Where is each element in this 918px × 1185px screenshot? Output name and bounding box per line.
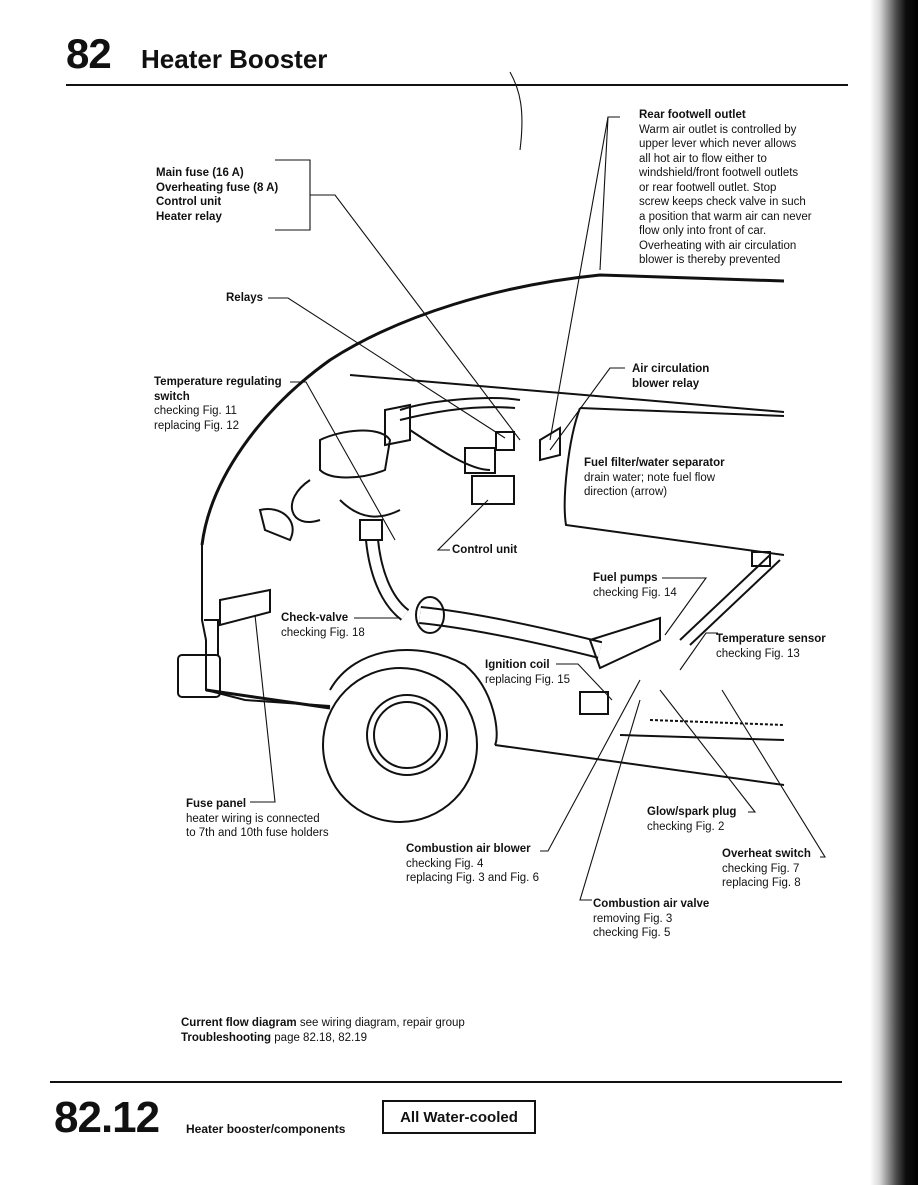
air-circulation-title-2: blower relay	[632, 377, 700, 390]
fuel-pumps-checking: checking Fig. 14	[593, 586, 677, 599]
current-flow-note: Current flow diagram see wiring diagram,…	[181, 1016, 465, 1031]
temp-switch-title-2: switch	[154, 390, 190, 403]
combustion-blower-replacing: replacing Fig. 3 and Fig. 6	[406, 872, 539, 884]
overheating-fuse-label: Overheating fuse (8 A)	[156, 181, 279, 194]
troubleshooting-note: Troubleshooting page 82.18, 82.19	[181, 1031, 465, 1046]
check-valve-title: Check-valve	[281, 612, 349, 624]
fuse-group-label: Main fuse (16 A) Overheating fuse (8 A) …	[156, 166, 278, 224]
header-rule	[66, 84, 848, 86]
fuel-filter-line: drain water; note fuel flow	[584, 471, 716, 484]
glow-plug-callout: Glow/spark plug checking Fig. 2	[647, 805, 736, 834]
rear-footwell-line: or rear footwell outlet. Stop	[639, 181, 777, 194]
fuel-filter-title: Fuel filter/water separator	[584, 457, 725, 469]
check-valve-checking: checking Fig. 18	[281, 626, 365, 639]
check-valve-callout: Check-valve checking Fig. 18	[281, 611, 365, 640]
fuel-pumps-title: Fuel pumps	[593, 572, 658, 584]
combustion-valve-checking: checking Fig. 5	[593, 927, 671, 939]
air-circulation-relay-callout: Air circulation blower relay	[632, 362, 709, 391]
temp-sensor-checking: checking Fig. 13	[716, 647, 800, 660]
current-flow-text: see wiring diagram, repair group	[296, 1017, 465, 1029]
rear-footwell-line: flow only into front of car.	[639, 225, 767, 237]
combustion-blower-checking: checking Fig. 4	[406, 857, 484, 870]
rear-footwell-line: all hot air to flow either to	[639, 152, 767, 165]
rear-footwell-title: Rear footwell outlet	[639, 109, 746, 121]
glow-plug-checking: checking Fig. 2	[647, 820, 725, 833]
rear-footwell-callout: Rear footwell outlet Warm air outlet is …	[639, 108, 812, 268]
temp-switch-checking: checking Fig. 11	[154, 405, 237, 417]
rear-footwell-line: Warm air outlet is controlled by	[639, 123, 797, 136]
temp-sensor-callout: Temperature sensor checking Fig. 13	[716, 632, 826, 661]
rear-footwell-line: Overheating with air circulation	[639, 239, 797, 252]
model-badge: All Water-cooled	[382, 1100, 536, 1134]
overheat-switch-title: Overheat switch	[722, 848, 811, 860]
chapter-number: 82	[66, 30, 112, 77]
fuel-pumps-callout: Fuel pumps checking Fig. 14	[593, 571, 677, 600]
fuel-filter-callout: Fuel filter/water separator drain water;…	[584, 456, 725, 500]
reference-notes: Current flow diagram see wiring diagram,…	[181, 1016, 465, 1046]
footer-rule	[50, 1081, 842, 1083]
temp-sensor-title: Temperature sensor	[716, 633, 826, 645]
troubleshooting-text: page 82.18, 82.19	[271, 1032, 367, 1044]
rear-footwell-line: blower is thereby prevented	[639, 254, 781, 266]
temp-switch-title: Temperature regulating	[154, 376, 282, 388]
ignition-coil-callout: Ignition coil replacing Fig. 15	[485, 658, 570, 687]
fuse-panel-callout: Fuse panel heater wiring is connected to…	[186, 797, 329, 841]
overheat-switch-replacing: replacing Fig. 8	[722, 877, 801, 889]
control-unit-group-label: Control unit	[156, 196, 222, 208]
combustion-blower-title: Combustion air blower	[406, 843, 531, 855]
current-flow-bold: Current flow diagram	[181, 1017, 297, 1029]
main-fuse-label: Main fuse (16 A)	[156, 167, 244, 179]
temp-switch-replacing: replacing Fig. 12	[154, 419, 240, 432]
combustion-valve-removing: removing Fig. 3	[593, 912, 673, 925]
troubleshooting-bold: Troubleshooting	[181, 1032, 272, 1044]
ignition-coil-title: Ignition coil	[485, 659, 550, 671]
ignition-coil-replacing: replacing Fig. 15	[485, 673, 571, 686]
scan-edge-shadow	[870, 0, 918, 1185]
rear-footwell-line: windshield/front footwell outlets	[639, 167, 799, 179]
fuse-panel-line: heater wiring is connected	[186, 812, 320, 825]
overheat-switch-checking: checking Fig. 7	[722, 862, 800, 875]
air-circulation-title: Air circulation	[632, 363, 710, 375]
combustion-valve-title: Combustion air valve	[593, 898, 710, 910]
heater-relay-label: Heater relay	[156, 210, 222, 223]
fuel-filter-line: direction (arrow)	[584, 486, 668, 498]
fuse-panel-title: Fuse panel	[186, 798, 247, 810]
rear-footwell-line: a position that warm air can never	[639, 210, 812, 223]
glow-plug-title: Glow/spark plug	[647, 806, 737, 818]
footer-subtitle: Heater booster/components	[186, 1122, 346, 1136]
rear-footwell-line: upper lever which never allows	[639, 138, 797, 150]
temp-switch-callout: Temperature regulating switch checking F…	[154, 375, 282, 433]
overheat-switch-callout: Overheat switch checking Fig. 7 replacin…	[722, 847, 811, 891]
rear-footwell-line: screw keeps check valve in such	[639, 196, 806, 208]
control-unit-label: Control unit	[452, 544, 518, 556]
page-title: Heater Booster	[141, 44, 328, 74]
combustion-valve-callout: Combustion air valve removing Fig. 3 che…	[593, 897, 709, 941]
relays-label: Relays	[226, 292, 264, 304]
fuse-panel-line: to 7th and 10th fuse holders	[186, 827, 329, 839]
page-number: 82.12	[54, 1093, 160, 1142]
combustion-blower-callout: Combustion air blower checking Fig. 4 re…	[406, 842, 539, 886]
